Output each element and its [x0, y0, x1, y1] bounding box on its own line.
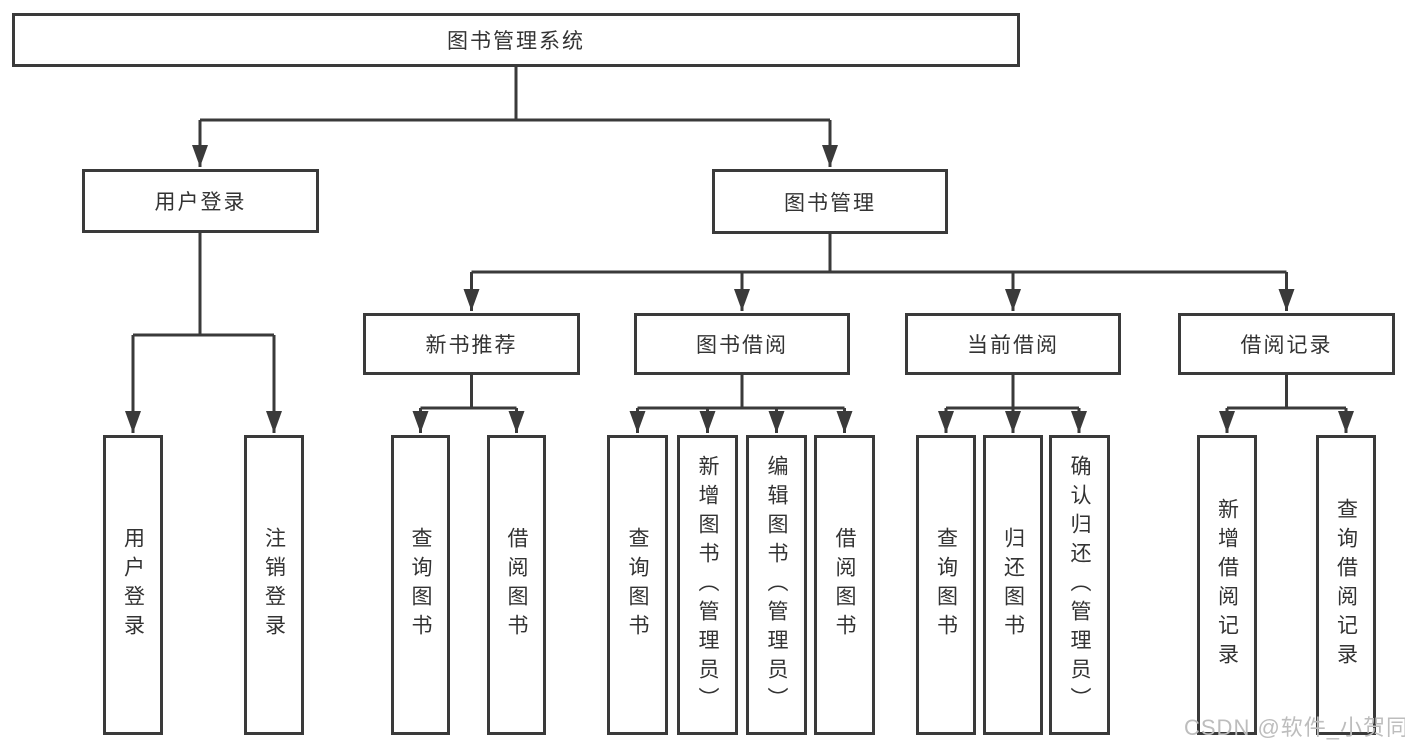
leaf-current-return: 归还图书 — [983, 435, 1043, 735]
node-book-mgmt: 图书管理 — [712, 169, 948, 234]
connector-trunks — [133, 67, 1346, 410]
csdn-watermark: CSDN @软件_小贺同学 — [1184, 715, 1405, 740]
leaf-borrow-borrow: 借阅图书 — [814, 435, 875, 735]
leaf-borrow-add: 新增图书（管理员） — [677, 435, 738, 735]
node-root: 图书管理系统 — [12, 13, 1020, 67]
leaf-borrow-query: 查询图书 — [607, 435, 668, 735]
node-borrow-records: 借阅记录 — [1178, 313, 1395, 375]
node-new-book: 新书推荐 — [363, 313, 580, 375]
leaf-borrow-edit: 编辑图书（管理员） — [746, 435, 807, 735]
node-user-login: 用户登录 — [82, 169, 319, 233]
leaf-logout: 注销登录 — [244, 435, 304, 735]
leaf-user-login: 用户登录 — [103, 435, 163, 735]
leaf-current-confirm: 确认归还（管理员） — [1049, 435, 1110, 735]
node-current-borrow: 当前借阅 — [905, 313, 1121, 375]
leaf-new-book-borrow: 借阅图书 — [487, 435, 546, 735]
node-book-borrow: 图书借阅 — [634, 313, 850, 375]
leaf-records-query: 查询借阅记录 — [1316, 435, 1376, 735]
leaf-new-book-query: 查询图书 — [391, 435, 450, 735]
leaf-current-query: 查询图书 — [916, 435, 976, 735]
leaf-records-add: 新增借阅记录 — [1197, 435, 1257, 735]
